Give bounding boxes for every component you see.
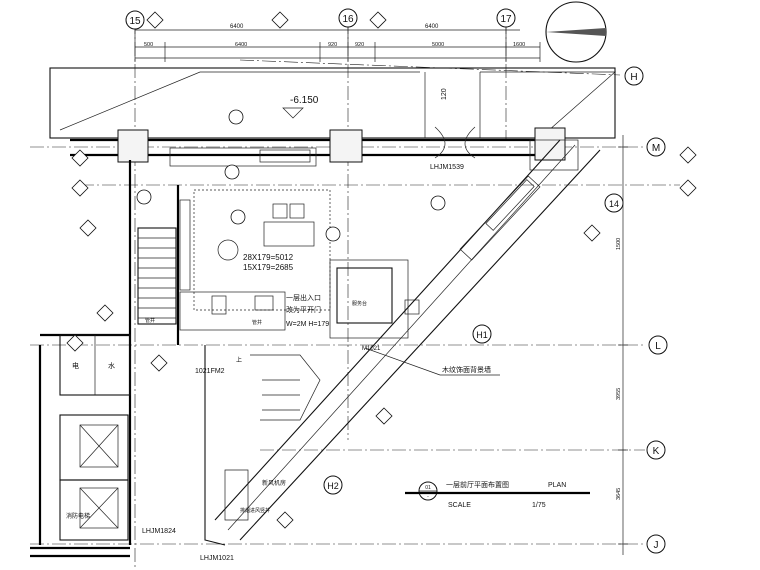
door-tag-left: LHJM1824 <box>142 528 176 535</box>
note-line-1: 一层出入口 <box>286 293 321 302</box>
note-line-3: W=2M H=179 <box>286 321 329 328</box>
axis-label-K: K <box>653 446 660 457</box>
drawing-scale-ratio: 1/75 <box>532 502 546 509</box>
axis-bubble-H1: H1 <box>472 324 492 344</box>
axis-bubble-15: 15 <box>125 10 145 30</box>
up-label: 上 <box>236 356 242 364</box>
door-tag-mid: 1021FM2 <box>195 368 225 375</box>
room-smoke-shaft: 排烟进风竖井 <box>240 507 270 514</box>
revolving-door-icon: LHJM1539 <box>430 126 480 171</box>
title-tag-bottom: - <box>427 494 429 500</box>
title-tag-top: 01 <box>425 485 431 491</box>
dim-120: 120 <box>441 88 448 100</box>
dim-top-total-1: 6400 <box>230 24 244 30</box>
door-tag-top: LHJM1539 <box>430 164 464 171</box>
north-arrow-icon <box>545 1 607 63</box>
shaft-water: 水 <box>108 361 115 370</box>
axis-label-J: J <box>654 540 659 551</box>
axis-label-16: 16 <box>342 14 354 25</box>
axis-label-14: 14 <box>609 199 619 209</box>
axis-bubble-14: 14 <box>604 193 624 213</box>
door-tag-bottom: LHJM1021 <box>200 555 234 562</box>
axis-bubble-K: K <box>646 440 666 460</box>
bench-strip <box>169 147 317 167</box>
stair-formula-1: 28X179=5012 <box>243 253 294 262</box>
dim-seg-4: 920 <box>355 42 364 48</box>
axis-label-17: 17 <box>500 14 512 25</box>
drawing-title: 一层前厅平面布置图 <box>446 480 509 489</box>
axis-label-H2: H2 <box>327 481 339 491</box>
central-stair: 1021FM2 上 新风机房 排烟进风竖井 <box>195 345 321 546</box>
axis-label-H1: H1 <box>476 330 488 340</box>
axis-label-H: H <box>630 72 637 83</box>
axis-label-L: L <box>655 341 661 352</box>
fire-elevator-label: 消防电梯 <box>66 512 90 520</box>
axis-label-M: M <box>652 143 660 154</box>
stair-formula-2: 15X179=2685 <box>243 263 294 272</box>
room-small-2: 管井 <box>252 319 262 326</box>
note-line-2: 改为平开门 <box>286 305 321 314</box>
reception-label: 服务台 <box>352 300 367 307</box>
door-tag-m1021: M1021 <box>362 346 381 352</box>
top-dimensions: 6400 6400 500 6400 920 920 5000 1600 <box>134 24 541 62</box>
right-dimensions: 1500 3955 3645 <box>616 135 628 555</box>
shaft-elec: 电 <box>72 361 79 370</box>
axis-label-15: 15 <box>129 16 141 27</box>
room-fresh-air: 新风机房 <box>262 479 286 487</box>
bench-inner <box>259 149 311 163</box>
wood-panel-callout: 木纹饰面背景墙 <box>364 347 500 376</box>
drawing-scale-label: SCALE <box>448 502 471 509</box>
axis-bubble-H: H <box>624 66 644 86</box>
dim-seg-3: 920 <box>328 42 337 48</box>
left-stair <box>137 199 191 325</box>
dim-top-total-2: 6400 <box>425 24 439 30</box>
room-small-1: 管井 <box>145 317 155 324</box>
reception-desk: 服务台 <box>329 259 420 339</box>
shafts-elevators: 电 水 消防电梯 LHJM1824 LHJM1021 <box>30 334 234 562</box>
title-block: 01 - 一层前厅平面布置图 PLAN SCALE 1/75 <box>405 480 590 509</box>
dim-right-3: 3645 <box>616 488 622 500</box>
axis-bubble-16: 16 <box>338 8 358 28</box>
dim-right-1: 1500 <box>616 238 622 250</box>
axis-bubble-M: M <box>646 137 666 157</box>
axis-bubble-H2: H2 <box>323 475 343 495</box>
level-mark: -6.150 <box>290 95 319 106</box>
dim-right-2: 3955 <box>616 388 622 400</box>
drawing-plan-label: PLAN <box>548 482 566 489</box>
axis-bubble-J: J <box>646 534 666 554</box>
dim-seg-5: 5000 <box>432 42 444 48</box>
dim-seg-2: 6400 <box>235 42 247 48</box>
dim-seg-1: 500 <box>144 42 153 48</box>
axis-bubble-17: 17 <box>496 8 516 28</box>
dim-seg-6: 1600 <box>513 42 525 48</box>
wood-panel-label: 木纹饰面背景墙 <box>442 365 491 374</box>
small-rooms: 管井 管井 一层出入口 改为平开门 W=2M H=179 M1021 <box>145 291 381 352</box>
top-canopy: 120 -6.150 <box>49 67 616 139</box>
diagonal-facade <box>214 139 601 541</box>
axis-bubble-L: L <box>648 335 668 355</box>
section-tags <box>66 11 697 529</box>
